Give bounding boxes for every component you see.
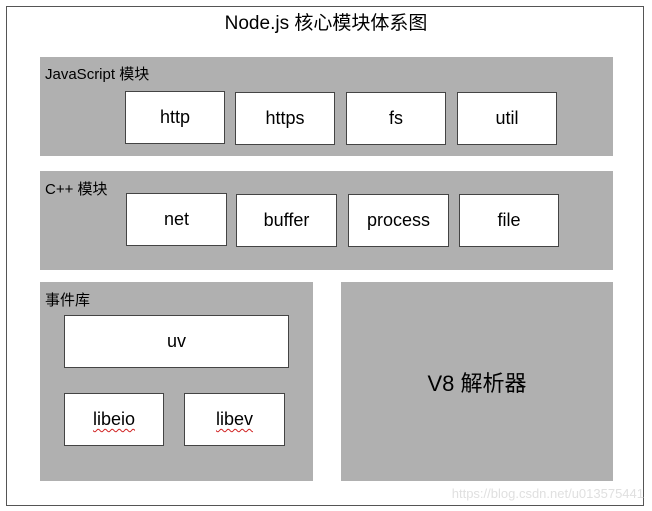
module-libeio: libeio: [64, 393, 164, 446]
v8-engine-layer: V8 解析器: [341, 282, 613, 481]
watermark-text: https://blog.csdn.net/u013575441: [451, 486, 644, 501]
module-net: net: [126, 193, 227, 246]
libev-label: libev: [215, 409, 254, 429]
module-process: process: [348, 194, 449, 247]
event-library-layer: 事件库 uv libeio libev: [40, 282, 313, 481]
v8-label: V8 解析器: [427, 370, 527, 396]
libeio-label: libeio: [92, 409, 136, 429]
js-module-layer: JavaScript 模块 http https fs util: [40, 57, 613, 156]
event-layer-label: 事件库: [45, 292, 91, 309]
cpp-layer-label: C++ 模块: [45, 181, 108, 198]
module-uv: uv: [64, 315, 289, 368]
module-util: util: [457, 92, 557, 145]
module-file: file: [459, 194, 559, 247]
module-libev: libev: [184, 393, 285, 446]
diagram-title: Node.js 核心模块体系图: [224, 13, 428, 34]
module-https: https: [235, 92, 335, 145]
module-fs: fs: [346, 92, 446, 145]
module-http: http: [125, 91, 225, 144]
js-layer-label: JavaScript 模块: [45, 66, 150, 83]
module-buffer: buffer: [236, 194, 337, 247]
cpp-module-layer: C++ 模块 net buffer process file: [40, 171, 613, 270]
